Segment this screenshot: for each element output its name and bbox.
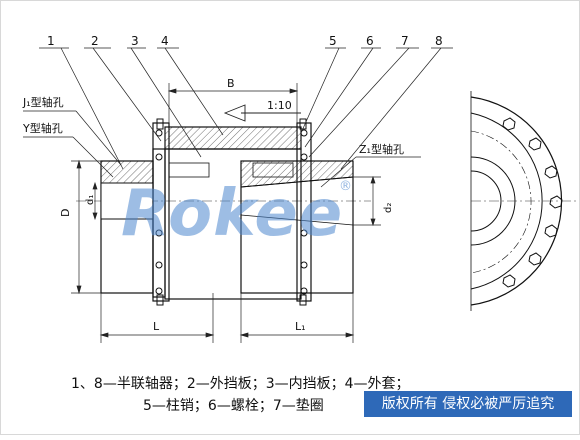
j1-bore-label: J₁型轴孔	[22, 95, 64, 109]
taper-label: 1:10	[267, 99, 292, 112]
z1-bore-label: Z₁型轴孔	[359, 142, 404, 156]
taper-arrow	[223, 104, 301, 122]
dim-D-label: D	[59, 209, 72, 217]
callout-numbers: 1 2 3 4 5 6 7 8	[47, 34, 443, 48]
legend-line-1: 1、8—半联轴器；2—外挡板；3—内挡板；4—外套；	[71, 376, 410, 392]
callout-1: 1	[47, 34, 55, 48]
watermark-registered-mark: ®	[339, 179, 352, 194]
dim-L1-label: L₁	[295, 320, 306, 333]
dim-d1-label: d₁	[85, 195, 96, 205]
callout-leaders	[39, 47, 453, 170]
callout-6: 6	[366, 34, 374, 48]
pins	[155, 129, 308, 295]
callout-4: 4	[161, 34, 169, 48]
left-baffle	[152, 118, 170, 306]
dim-L1	[239, 293, 355, 343]
callout-5: 5	[329, 34, 337, 48]
callout-8: 8	[435, 34, 443, 48]
callout-3: 3	[131, 34, 139, 48]
dim-d1	[92, 181, 98, 221]
dim-L	[99, 293, 215, 343]
left-half-coupling	[100, 148, 166, 298]
dim-D	[71, 159, 101, 295]
callout-2: 2	[91, 34, 99, 48]
dim-d2-label: d₂	[383, 203, 394, 213]
dim-d2	[353, 175, 381, 227]
outer-sleeve	[164, 126, 302, 300]
callout-7: 7	[401, 34, 409, 48]
dim-B	[167, 83, 299, 123]
y-bore-label: Y型轴孔	[22, 121, 63, 135]
dim-L-label: L	[153, 320, 160, 333]
side-view	[470, 91, 579, 311]
copyright-badge: 版权所有 侵权必被严厉追究	[364, 391, 572, 417]
dim-B-label: B	[227, 77, 235, 90]
legend-line-2: 5—柱销；6—螺栓；7—垫圈	[143, 398, 324, 414]
watermark-logo: Rokee	[121, 177, 344, 251]
